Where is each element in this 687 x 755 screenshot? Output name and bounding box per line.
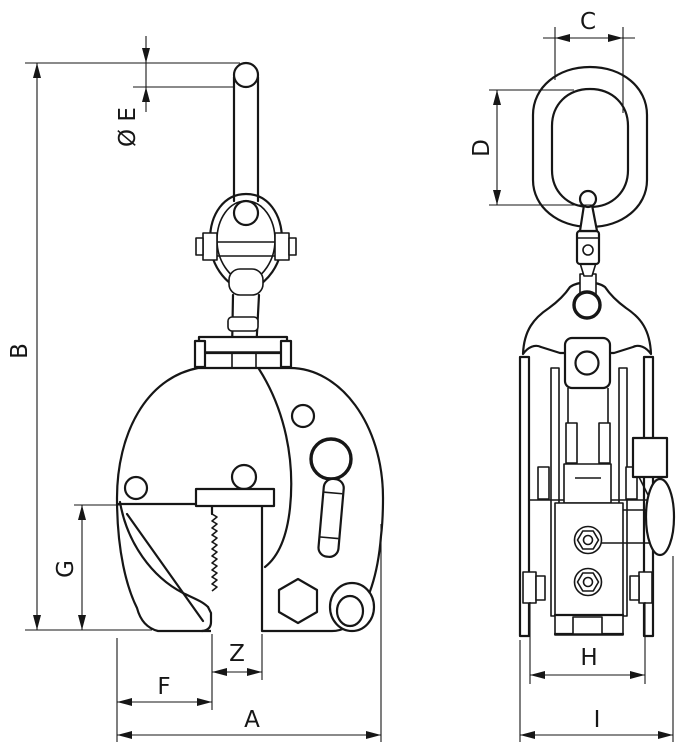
shank-collar	[227, 316, 259, 332]
bracket-bolt-left	[193, 339, 207, 369]
dimension-g: G	[53, 505, 86, 630]
pivot-nut-upper	[573, 525, 603, 555]
jaw-pad-pin	[230, 463, 258, 491]
swivel-lower-eye	[228, 268, 264, 296]
dim-label-g: G	[53, 560, 79, 578]
bracket-bolt-right	[279, 339, 293, 369]
clevis-plate-left	[202, 232, 218, 261]
tension-ring	[328, 581, 376, 633]
body-hole-upper-right	[290, 403, 316, 429]
shackle-pin	[232, 199, 260, 227]
bottom-bar	[553, 613, 625, 636]
dimension-d: D	[469, 90, 501, 205]
lever-mount-tab	[631, 436, 669, 479]
dimension-i: I	[520, 707, 673, 739]
swivel-pin	[572, 189, 602, 320]
side-view	[518, 65, 676, 638]
hex-bolt	[277, 577, 319, 625]
clevis-plate-right	[274, 232, 290, 261]
dimensions: B Ø E G Z F	[7, 9, 674, 742]
dimension-a: A	[117, 707, 381, 739]
release-handle	[644, 477, 676, 557]
swivel-shackle	[195, 192, 297, 354]
dim-label-e: Ø E	[115, 107, 141, 147]
serrated-jaw	[211, 513, 218, 592]
dim-label-f: F	[157, 674, 170, 700]
dimension-h: H	[530, 645, 645, 679]
dimension-b: B	[7, 63, 41, 630]
dim-label-i: I	[594, 707, 601, 733]
bracket-hole	[574, 350, 600, 376]
dim-label-z: Z	[229, 641, 245, 667]
cam-mechanism-side	[529, 388, 650, 511]
throat-opening	[120, 502, 262, 646]
top-jaw-pad	[194, 487, 276, 508]
dimension-e: Ø E	[115, 36, 150, 147]
dim-label-d: D	[469, 139, 495, 157]
dim-label-b: B	[7, 343, 33, 359]
dimension-f: F	[117, 674, 212, 706]
pivot-nut-lower	[573, 567, 603, 597]
bar-top-pin	[232, 61, 260, 89]
body-hole-left	[123, 475, 149, 501]
top-bracket	[193, 335, 293, 369]
clevis-bolt-right	[288, 237, 297, 256]
tie-bolt-right	[629, 571, 653, 604]
cam-pivot-ring	[309, 437, 353, 481]
dim-label-c: C	[580, 9, 596, 35]
clevis-bolt-left	[195, 237, 204, 256]
dimension-z: Z	[212, 641, 262, 676]
lifting-bar	[232, 61, 260, 203]
tie-bolt-left	[522, 571, 546, 604]
cam-lock-lever	[317, 477, 345, 558]
cam-plate-edge	[257, 367, 293, 569]
dim-label-h: H	[580, 645, 597, 671]
dimension-c: C	[543, 9, 635, 42]
outer-plate-left	[518, 355, 531, 638]
jaw-arm-bevel	[125, 512, 205, 623]
front-view	[115, 61, 385, 646]
dim-label-a: A	[244, 707, 260, 733]
